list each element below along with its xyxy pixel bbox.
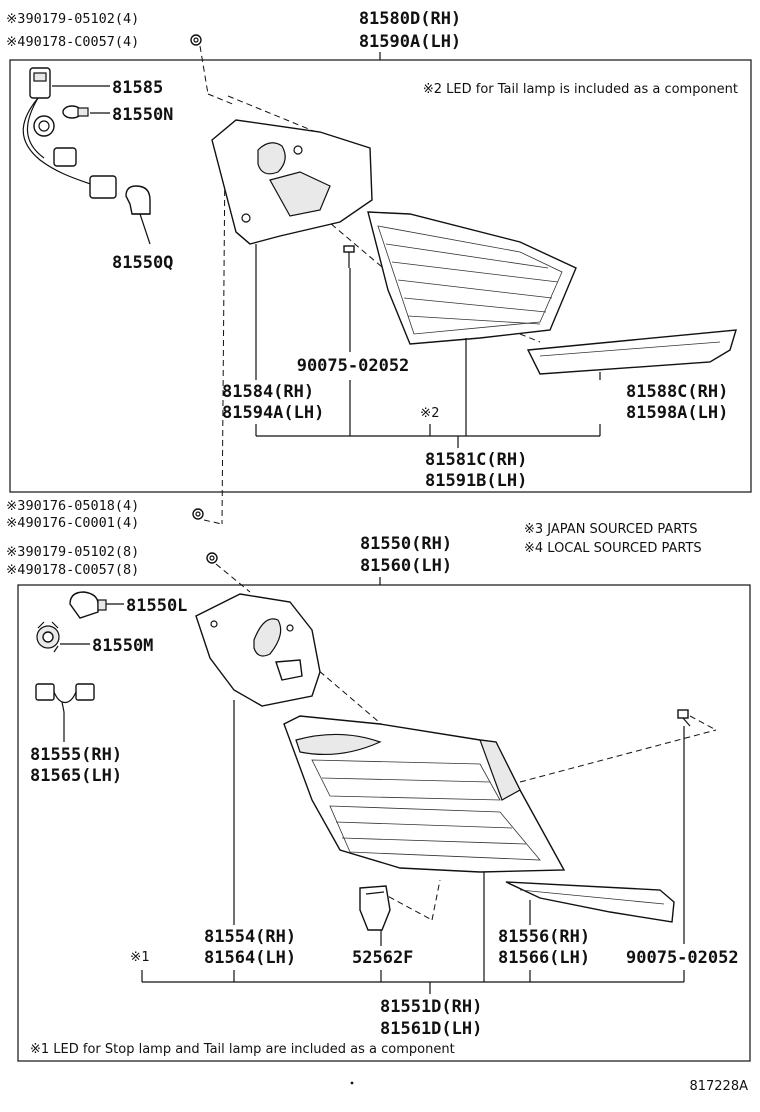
nut-icon — [206, 552, 218, 564]
lens-strip-icon — [505, 881, 675, 923]
label-81564: 81564(LH) — [204, 948, 296, 968]
clip-icon — [359, 885, 391, 931]
label-52562F: 52562F — [352, 948, 413, 968]
mid-bolt-e: ※390179-05102(8) — [6, 544, 139, 560]
label-81591B: 81591B(LH) — [425, 471, 527, 491]
label-81594A: 81594A(LH) — [222, 403, 324, 423]
mid-bolt-c: ※390176-05018(4) — [6, 498, 139, 514]
label-81550N: 81550N — [112, 105, 173, 125]
label-mark1: ※1 — [130, 949, 149, 965]
mid-header-rh: 81550(RH) — [360, 534, 452, 554]
mid-bolt-f: ※490178-C0057(8) — [6, 562, 139, 578]
label-81585: 81585 — [112, 78, 163, 98]
note-local: ※4 LOCAL SOURCED PARTS — [524, 541, 702, 556]
nut-icon — [192, 508, 204, 520]
bottom-note: ※1 LED for Stop lamp and Tail lamp are i… — [30, 1042, 455, 1057]
screw-icon — [677, 709, 691, 727]
label-81550Q: 81550Q — [112, 253, 173, 273]
bulb-icon — [69, 591, 107, 619]
label-81584: 81584(RH) — [222, 382, 314, 402]
top-header-lh: 81590A(LH) — [359, 32, 461, 52]
wedge-bulb-icon — [62, 105, 89, 119]
label-81566: 81566(LH) — [498, 948, 590, 968]
label-top-screw: 90075-02052 — [297, 356, 410, 376]
bracket-plate-icon — [195, 593, 321, 707]
nut-icon — [190, 34, 202, 46]
figure-id: 817228A — [689, 1079, 748, 1094]
housing-bracket-icon — [211, 119, 373, 245]
label-81581C: 81581C(RH) — [425, 450, 527, 470]
tail-lamp-icon — [283, 715, 566, 873]
note-japan: ※3 JAPAN SOURCED PARTS — [524, 522, 698, 537]
top-note: ※2 LED for Tail lamp is included as a co… — [423, 82, 738, 97]
top-bolt-a: ※390179-05102(4) — [6, 11, 139, 27]
label-81550M: 81550M — [92, 636, 153, 656]
label-bottom-screw: 90075-02052 — [626, 948, 739, 968]
mid-bolt-d: ※490176-C0001(4) — [6, 515, 139, 531]
socket-wire-icon — [22, 67, 117, 199]
mid-header-lh: 81560(LH) — [360, 556, 452, 576]
label-81588C: 81588C(RH) — [626, 382, 728, 402]
label-81550L: 81550L — [126, 596, 187, 616]
label-81554: 81554(RH) — [204, 927, 296, 947]
label-81556: 81556(RH) — [498, 927, 590, 947]
top-bolt-b: ※490178-C0057(4) — [6, 34, 139, 50]
bulb-icon — [125, 185, 151, 215]
garnish-strip-icon — [526, 329, 737, 375]
label-mark2: ※2 — [420, 405, 439, 421]
bottom-assembly-frame — [17, 584, 751, 1062]
connector-icon — [35, 683, 95, 713]
label-81561D: 81561D(LH) — [380, 1019, 482, 1039]
screw-icon — [343, 245, 355, 268]
label-81565: 81565(LH) — [30, 766, 122, 786]
top-header-rh: 81580D(RH) — [359, 9, 461, 29]
label-81555: 81555(RH) — [30, 745, 122, 765]
label-81598A: 81598A(LH) — [626, 403, 728, 423]
lamp-lens-icon — [367, 211, 577, 345]
socket-icon — [36, 621, 60, 653]
label-81551D: 81551D(RH) — [380, 997, 482, 1017]
